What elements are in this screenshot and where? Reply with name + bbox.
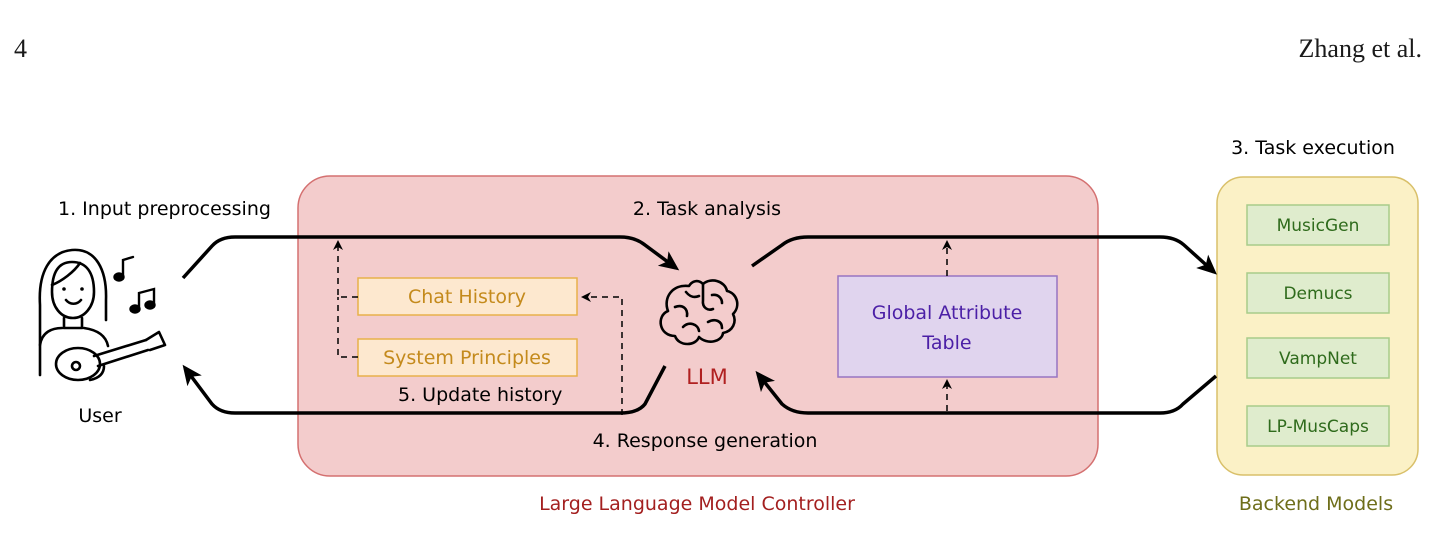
brain-icon bbox=[659, 279, 739, 346]
system-principles-to-chat-connector bbox=[337, 297, 358, 358]
step-input-preprocessing-label: 1. Input preprocessing bbox=[58, 198, 271, 220]
global-attribute-table-label-line1: Global Attribute bbox=[872, 302, 1023, 324]
chat-history-label: Chat History bbox=[408, 286, 526, 308]
backend-model-vampnet: VampNet bbox=[1246, 337, 1390, 379]
user-label: User bbox=[78, 405, 121, 427]
step-task-execution-label: 3. Task execution bbox=[1231, 137, 1395, 159]
backend-caption: Backend Models bbox=[1239, 493, 1393, 515]
controller-caption: Large Language Model Controller bbox=[539, 493, 855, 515]
input-to-llm-arrow bbox=[181, 235, 680, 280]
update-history-to-chat-connector bbox=[581, 292, 623, 415]
user-icon bbox=[38, 248, 167, 382]
chat-history-to-top-connector bbox=[333, 240, 358, 298]
system-principles-box: System Principles bbox=[357, 338, 578, 377]
backend-model-label: Demucs bbox=[1283, 284, 1352, 304]
llm-to-user-arrow bbox=[182, 364, 667, 415]
global-attribute-table-label-line2: Table bbox=[921, 332, 971, 354]
memory-dashed-connectors bbox=[333, 240, 952, 415]
backend-model-musicgen: MusicGen bbox=[1246, 204, 1390, 246]
backend-model-label: VampNet bbox=[1279, 349, 1357, 369]
page-number: 4 bbox=[14, 34, 27, 63]
backend-model-demucs: Demucs bbox=[1246, 272, 1390, 314]
music-note-icon bbox=[113, 255, 135, 282]
music-note-double-icon bbox=[129, 287, 156, 314]
global-attribute-table-box: Global Attribute Table bbox=[837, 275, 1058, 378]
running-head: Zhang et al. bbox=[1298, 34, 1422, 63]
llm-to-backend-arrow bbox=[750, 235, 1217, 275]
step-task-analysis-label: 2. Task analysis bbox=[633, 198, 781, 220]
system-principles-label: System Principles bbox=[383, 347, 551, 369]
main-flow-arrows bbox=[181, 235, 1218, 415]
step-response-generation-label: 4. Response generation bbox=[593, 430, 818, 452]
llm-label: LLM bbox=[686, 365, 728, 389]
chat-history-box: Chat History bbox=[357, 277, 578, 316]
backend-model-label: MusicGen bbox=[1277, 216, 1360, 236]
step-update-history-label: 5. Update history bbox=[398, 384, 562, 406]
backend-model-lp-muscaps: LP-MusCaps bbox=[1246, 405, 1390, 447]
backend-model-label: LP-MusCaps bbox=[1267, 417, 1369, 437]
backend-to-llm-arrow bbox=[755, 370, 1218, 415]
backend-container bbox=[1216, 176, 1419, 476]
